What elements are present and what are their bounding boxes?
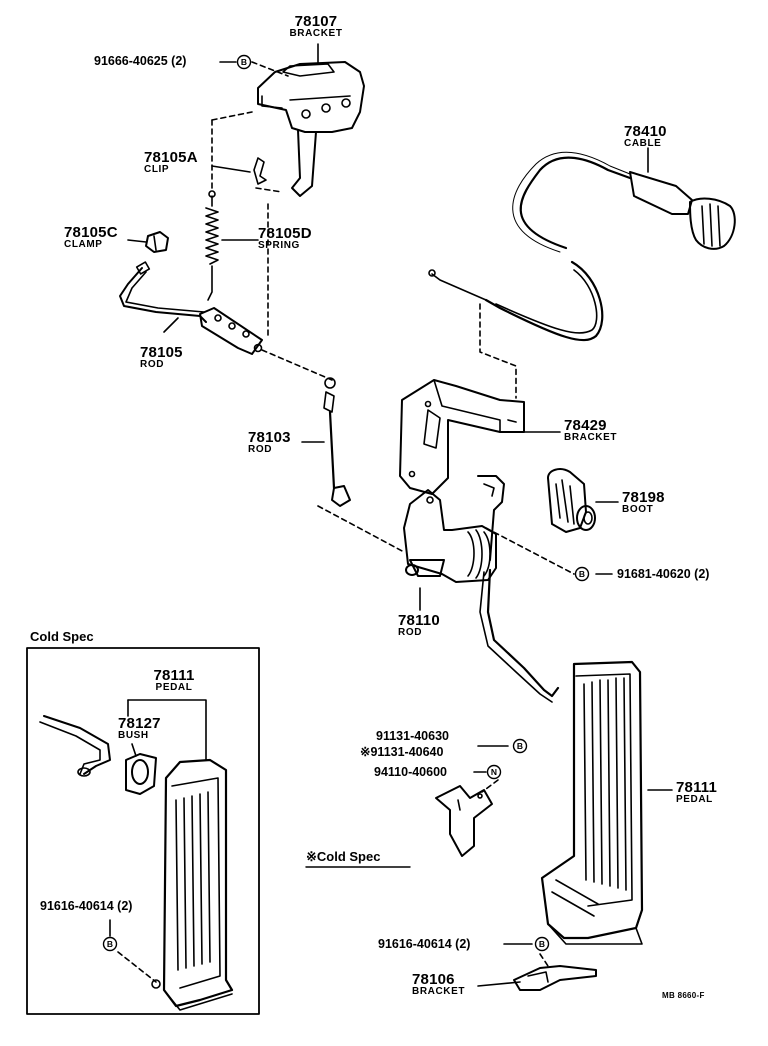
cold-pedal-drawing	[151, 758, 234, 1011]
label-78105d: 78105D SPRING	[258, 226, 312, 251]
pedal-78111-main-drawing	[540, 660, 644, 945]
label-78107: 78107 BRACKET	[289, 14, 342, 39]
ref-91681: 91681-40620 (2)	[617, 567, 710, 581]
part-number: 78111	[153, 667, 195, 684]
bracket-78429-drawing	[399, 379, 525, 495]
label-78198: 78198 BOOT	[622, 490, 665, 515]
marker-text: B	[579, 569, 585, 579]
part-name: PEDAL	[676, 794, 713, 805]
label-78103: 78103 ROD	[248, 430, 291, 455]
label-78429: 78429 BRACKET	[564, 418, 617, 443]
marker-text: B	[517, 741, 523, 751]
part-name: ROD	[140, 359, 165, 370]
marker-n-94110	[486, 764, 502, 780]
part-number: 78105	[140, 344, 183, 361]
part-number: 78127	[118, 715, 161, 732]
marker-text: B	[539, 939, 545, 949]
part-name: BRACKET	[289, 28, 343, 39]
label-78105: 78105 ROD	[140, 345, 183, 370]
part-number: 78107	[294, 13, 338, 30]
bracket-78107-drawing	[257, 61, 365, 197]
marker-b-91666	[236, 54, 252, 70]
part-number: 78106	[412, 971, 455, 988]
marker-b-91616-main	[534, 936, 550, 952]
small-bracket-drawing	[435, 785, 493, 857]
part-number: 78429	[564, 417, 607, 434]
part-name: BOOT	[622, 504, 654, 515]
part-number: 78105C	[64, 224, 118, 241]
part-name: CLAMP	[64, 239, 103, 250]
cable-78410-drawing	[428, 151, 736, 342]
part-name: ROD	[398, 627, 423, 638]
marker-b-91681	[574, 566, 590, 582]
part-name: CLIP	[144, 164, 170, 175]
part-number: 78410	[624, 123, 667, 140]
cold-pedal-rod-drawing	[39, 715, 111, 777]
boot-78198-drawing	[547, 468, 596, 533]
label-78111-cold: 78111 PEDAL	[153, 668, 194, 693]
clamp-78105c-drawing	[145, 231, 169, 253]
label-78111-main: 78111 PEDAL	[676, 780, 717, 805]
label-78105c: 78105C CLAMP	[64, 225, 118, 250]
label-78105a: 78105A CLIP	[144, 150, 198, 175]
marker-text: B	[107, 939, 113, 949]
marker-b-91616-cold	[102, 936, 118, 952]
part-name: CABLE	[624, 138, 662, 149]
drawing-code: MB 8660-F	[662, 991, 705, 1000]
ref-91131-a: 91131-40630	[376, 729, 449, 743]
part-name: PEDAL	[155, 682, 193, 693]
label-78410: 78410 CABLE	[624, 124, 667, 149]
part-name: BRACKET	[412, 986, 466, 997]
part-number: 78198	[622, 489, 665, 506]
part-name: ROD	[248, 444, 273, 455]
part-name: BUSH	[118, 730, 149, 741]
cold-spec-box	[26, 647, 260, 1015]
clip-78105a-drawing	[253, 157, 267, 185]
part-number: 78105D	[258, 225, 312, 242]
ref-94110: 94110-40600	[374, 765, 447, 779]
cold-spec-title: Cold Spec	[30, 629, 94, 644]
bracket-78106-drawing	[513, 965, 597, 991]
part-name: SPRING	[258, 240, 300, 251]
ref-91616-main: 91616-40614 (2)	[378, 937, 471, 951]
part-number: 78110	[398, 612, 440, 629]
ref-91131-b: ※91131-40640	[360, 745, 444, 759]
rod-78103-drawing	[323, 377, 351, 507]
part-name: BRACKET	[564, 432, 618, 443]
part-number: 78105A	[144, 149, 198, 166]
cold-spec-note: ※Cold Spec	[306, 849, 381, 864]
part-number: 78111	[676, 779, 718, 796]
marker-text: B	[241, 57, 247, 67]
label-78106: 78106 BRACKET	[412, 972, 465, 997]
ref-91666: 91666-40625 (2)	[94, 54, 187, 68]
ref-91616-cold: 91616-40614 (2)	[40, 899, 133, 913]
marker-b-91131	[512, 738, 528, 754]
rod-78105-drawing	[119, 261, 263, 355]
rod-78110-drawing	[403, 475, 560, 703]
label-78127: 78127 BUSH	[118, 716, 161, 741]
marker-text: N	[491, 767, 497, 777]
cold-bush-drawing	[125, 753, 157, 795]
label-78110: 78110 ROD	[398, 613, 440, 638]
spring-78105d-drawing	[205, 190, 219, 301]
part-number: 78103	[248, 429, 291, 446]
